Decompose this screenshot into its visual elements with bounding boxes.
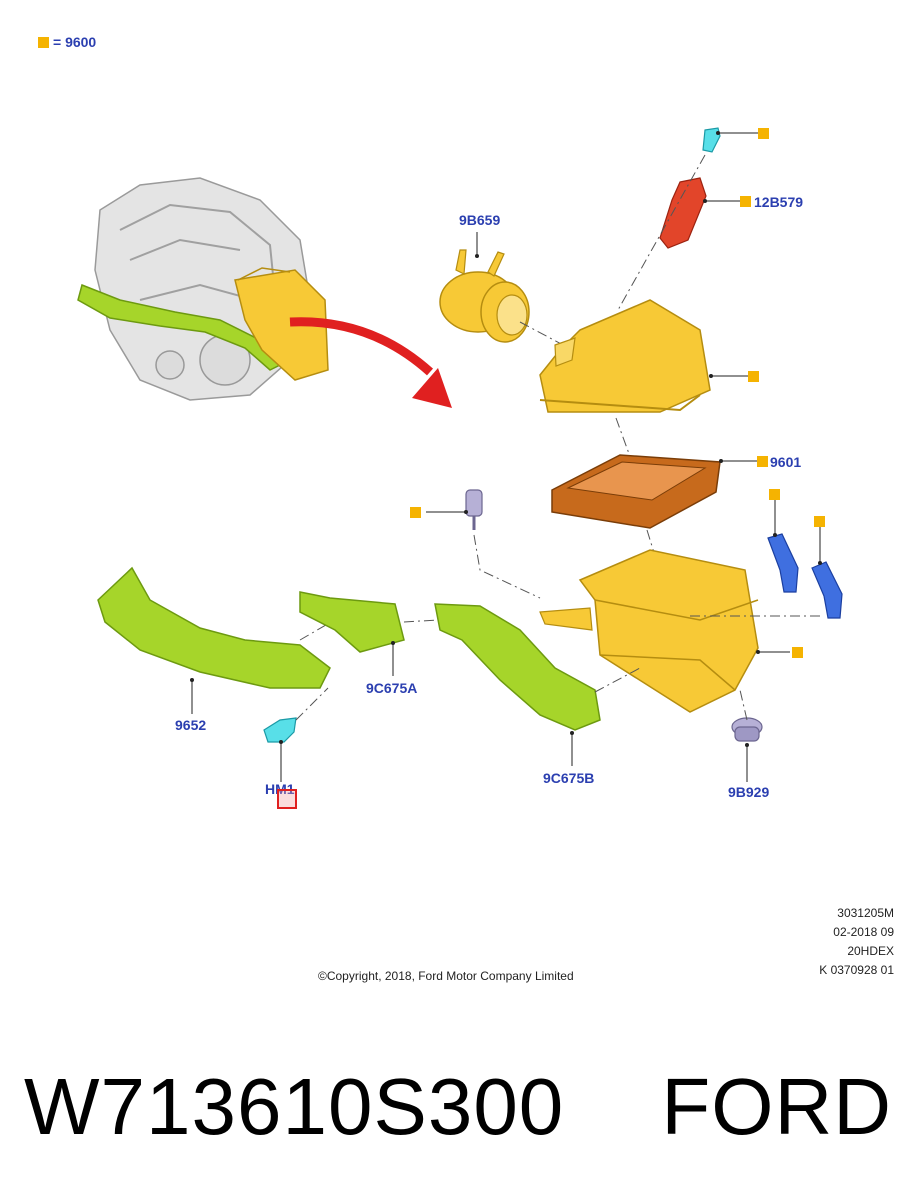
air-duct-9c675b (434, 603, 601, 766)
label-9b659[interactable]: 9B659 (459, 212, 501, 228)
intake-bellows (439, 232, 530, 343)
bolt-top (702, 127, 758, 153)
reference-line-3: 20HDEX (847, 944, 894, 958)
rubber-grommet (731, 717, 763, 782)
reference-line-1: 3031205M (837, 906, 894, 920)
air-cleaner-housing (539, 549, 790, 713)
engine-illustration (77, 177, 329, 401)
marker-cover (748, 371, 759, 382)
red-arrow-icon (289, 317, 452, 408)
label-9c675b[interactable]: 9C675B (543, 770, 595, 786)
label-9b929[interactable]: 9B929 (728, 784, 770, 800)
hose-clip-hm1 (263, 717, 297, 782)
air-filter-element (551, 454, 758, 529)
retaining-clips (767, 500, 843, 619)
part-number: W713610S300 (24, 1062, 565, 1151)
copyright-notice: ©Copyright, 2018, Ford Motor Company Lim… (318, 969, 574, 983)
reference-code: 3031205M 02-2018 09 20HDEX K 0370928 01 (819, 904, 894, 980)
brand-name: FORD (661, 1062, 892, 1151)
mass-airflow-sensor (659, 177, 740, 249)
marker-clip-2 (814, 516, 825, 527)
label-9652[interactable]: 9652 (175, 717, 207, 733)
legend-swatch (38, 36, 49, 48)
air-cleaner-cover (539, 299, 748, 413)
legend: = 9600 (38, 34, 96, 50)
air-intake-duct-9652 (97, 566, 331, 714)
label-9601[interactable]: 9601 (770, 454, 802, 470)
reference-line-4: K 0370928 01 (819, 963, 894, 977)
marker-9601 (757, 456, 768, 467)
marker-bolt-top (758, 128, 769, 139)
marker-clip-1 (769, 489, 780, 500)
temperature-sensor (426, 489, 483, 530)
bottom-banner: W713610S300 FORD (0, 1052, 916, 1162)
exploded-parts-diagram (77, 127, 843, 782)
highlight-box (277, 789, 297, 809)
marker-sensor (410, 507, 421, 518)
label-9c675a[interactable]: 9C675A (366, 680, 418, 696)
label-12b579[interactable]: 12B579 (754, 194, 804, 210)
reference-line-2: 02-2018 09 (833, 925, 894, 939)
marker-housing (792, 647, 803, 658)
marker-12b579 (740, 196, 751, 207)
legend-label: = 9600 (53, 34, 97, 50)
air-duct-adapter-9c675a (299, 591, 405, 676)
